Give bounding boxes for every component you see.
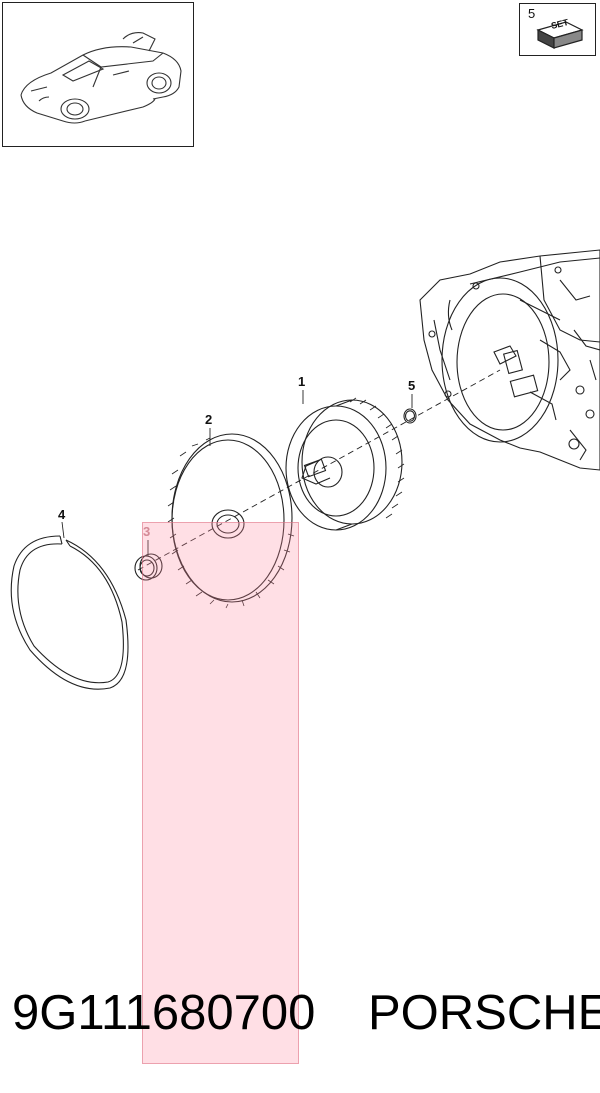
callout-5: 5 xyxy=(408,378,416,393)
transmission-housing xyxy=(419,249,600,471)
part-5-seal-ring xyxy=(403,408,417,424)
car-icon xyxy=(20,32,182,124)
part-4-snap-ring xyxy=(10,535,129,690)
part-number: 9G111680700 xyxy=(12,986,316,1040)
set-callout-number: 5 xyxy=(528,6,536,21)
set-package-icon xyxy=(536,21,584,49)
callout-3: 3 xyxy=(143,524,151,539)
assembly-axis xyxy=(137,369,501,571)
callout-2: 2 xyxy=(205,412,213,427)
set-indicator-box: 5 SET xyxy=(519,3,596,56)
part-2-clutch-plate xyxy=(167,433,295,609)
brand-name: PORSCHE xyxy=(368,986,600,1040)
part-3-seal xyxy=(134,553,163,581)
callout-1: 1 xyxy=(298,374,306,389)
highlight-region-part-3 xyxy=(142,522,299,1064)
vehicle-thumbnail xyxy=(2,2,194,147)
part-1-clutch-drum xyxy=(285,397,405,531)
callout-4: 4 xyxy=(58,507,66,522)
